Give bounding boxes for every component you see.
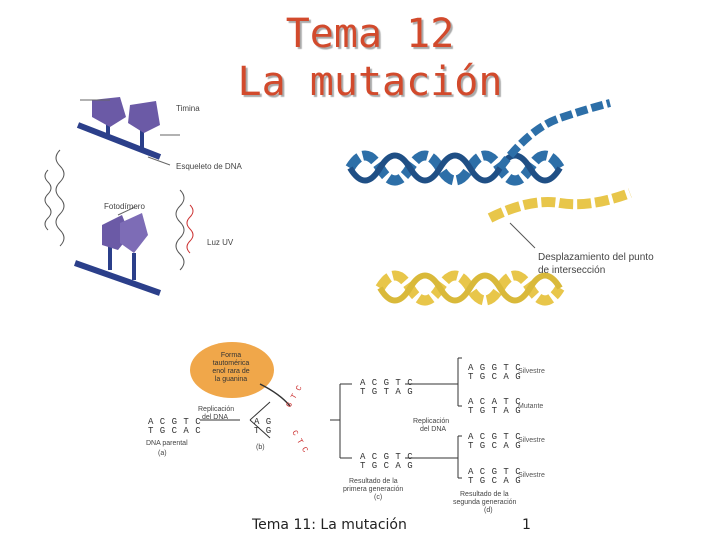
gen2-label: Silvestre bbox=[518, 368, 545, 375]
slide-footer: Tema 11: La mutación bbox=[252, 517, 407, 533]
gen2-bottom-strand: T G C A G bbox=[468, 476, 522, 486]
partial-tag: (b) bbox=[256, 444, 265, 451]
gen2-label: Mutante bbox=[518, 403, 544, 410]
gen1-bottom-a: T G T A G bbox=[360, 387, 414, 397]
tautomer-bubble-line1: Forma bbox=[220, 352, 242, 359]
gen2-bottom-strand: T G C A G bbox=[468, 372, 522, 382]
gen2-top-strand: A C G T C bbox=[468, 432, 522, 442]
gen2-top-strand: A G G T C bbox=[468, 363, 522, 373]
gen2-bottom-strand: T G T A G bbox=[468, 406, 522, 416]
svg-text:C T C: C T C bbox=[289, 429, 309, 454]
gen1-top-a: A C G T C bbox=[360, 378, 414, 388]
gen2-top-strand: A C A T C bbox=[468, 397, 522, 407]
gen2-result-2: segunda generación bbox=[453, 499, 517, 506]
tautomer-bubble-line3: enol rara de bbox=[212, 368, 250, 375]
gen2-label: Silvestre bbox=[518, 472, 545, 479]
gen1-bottom-b: T G C A G bbox=[360, 461, 414, 471]
replication-arrows: G T C C T C bbox=[190, 342, 462, 479]
parental-top-strand: A C G T C bbox=[148, 417, 202, 427]
tautomer-bubble-line2: tautomérica bbox=[212, 360, 250, 367]
parental-label: DNA parental bbox=[146, 440, 188, 447]
gen2-tag: (d) bbox=[484, 507, 493, 514]
gen1-top-b: A C G T C bbox=[360, 452, 414, 462]
parental-bottom-strand: T G C A C bbox=[148, 426, 202, 436]
tautomer-bubble-line4: la guanina bbox=[214, 376, 248, 383]
gen2-result-1: Resultado de la bbox=[460, 491, 509, 498]
gen1-result-2: primera generación bbox=[343, 486, 404, 493]
parental-tag: (a) bbox=[158, 450, 167, 457]
page-number: 1 bbox=[522, 517, 531, 533]
slide-title-line2: La mutación bbox=[237, 59, 503, 105]
replication-label-1: Replicación bbox=[198, 406, 235, 413]
photodimer-label: Fotodímero bbox=[104, 202, 145, 211]
gen2-bottom-strand: T G C A G bbox=[468, 441, 522, 451]
gen2-top-strand: A C G T C bbox=[468, 467, 522, 477]
slide-title-line1: Tema 12 bbox=[285, 11, 455, 57]
backbone-label: Esqueleto de DNA bbox=[176, 162, 242, 171]
uv-light-label: Luz UV bbox=[207, 238, 234, 247]
svg-text:G T C: G T C bbox=[285, 384, 305, 409]
partial-bottom-strand: T G bbox=[254, 426, 272, 436]
gen2-label: Silvestre bbox=[518, 437, 545, 444]
gen1-tag: (c) bbox=[374, 494, 383, 501]
intersection-label-2: de intersección bbox=[538, 265, 606, 276]
partial-top-strand: A G bbox=[254, 417, 272, 427]
replication2-label-1: Replicación bbox=[413, 418, 450, 425]
replication2-label-2: del DNA bbox=[420, 426, 447, 433]
replication-label-2: del DNA bbox=[202, 414, 229, 421]
thymine-dimer-illustration bbox=[44, 97, 194, 296]
thymine-label: Timina bbox=[176, 104, 200, 113]
intersection-label-1: Desplazamiento del punto bbox=[538, 252, 654, 263]
dna-helix-illustration bbox=[345, 99, 632, 306]
gen1-result-1: Resultado de la bbox=[349, 478, 398, 485]
